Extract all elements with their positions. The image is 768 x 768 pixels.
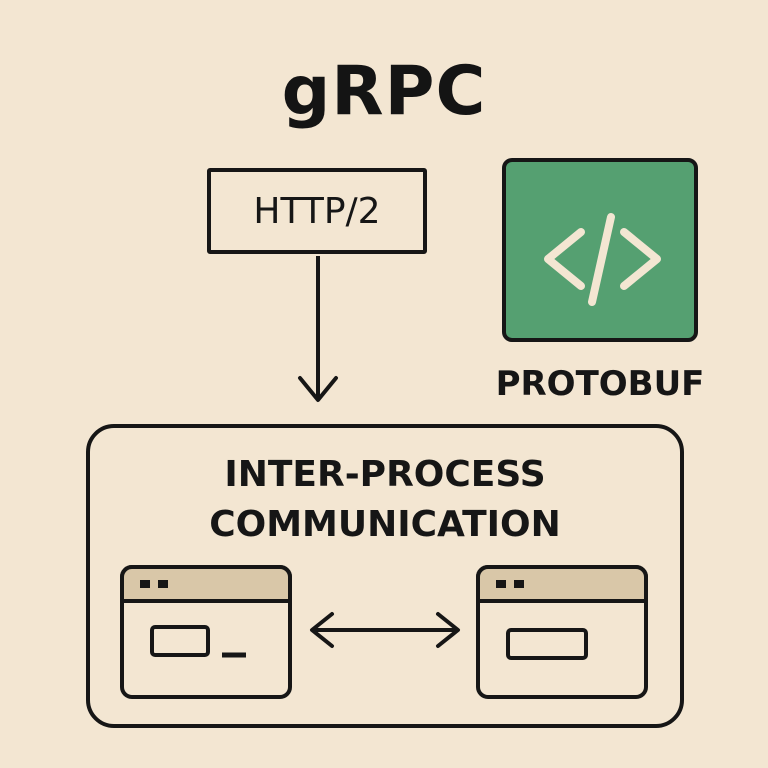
protobuf-label: PROTOBUF xyxy=(495,364,705,404)
process-window-right xyxy=(476,565,648,699)
protobuf-card xyxy=(502,158,698,342)
http2-label: HTTP/2 xyxy=(253,190,381,232)
ipc-title-line2: COMMUNICATION xyxy=(209,504,561,545)
ipc-title-line1: INTER-PROCESS xyxy=(224,454,546,495)
diagram-title: gRPC xyxy=(281,52,487,131)
bidirectional-arrow xyxy=(310,612,460,648)
code-icon xyxy=(544,213,661,306)
process-window-left xyxy=(120,565,292,699)
http2-box: HTTP/2 xyxy=(207,168,427,254)
ipc-title: INTER-PROCESS COMMUNICATION xyxy=(86,450,684,550)
ipc-container xyxy=(86,424,684,728)
